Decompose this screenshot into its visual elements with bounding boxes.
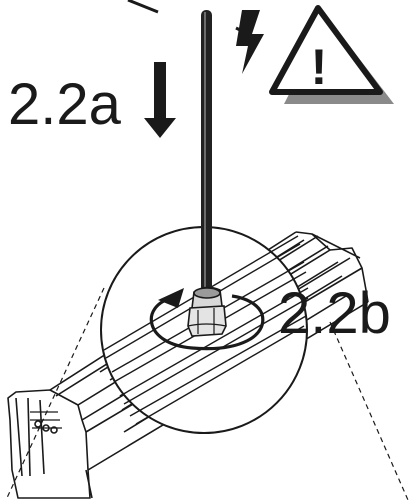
down-arrow-icon bbox=[144, 62, 176, 138]
rotation-arrow-icon bbox=[149, 294, 265, 351]
warning-triangle-icon bbox=[269, 5, 394, 104]
step-label-2-2a: 2.2a bbox=[8, 72, 122, 137]
previous-step-stroke bbox=[127, 0, 159, 14]
lightning-bolt-detail bbox=[235, 26, 253, 44]
cable-gland-nut bbox=[187, 286, 227, 337]
step-label-2-2b: 2.2b bbox=[278, 281, 391, 346]
rotation-arrowhead-icon bbox=[158, 288, 184, 308]
warning-exclamation: ! bbox=[311, 39, 328, 95]
cable-rod bbox=[201, 10, 212, 292]
detail-leader-lines bbox=[5, 287, 409, 501]
